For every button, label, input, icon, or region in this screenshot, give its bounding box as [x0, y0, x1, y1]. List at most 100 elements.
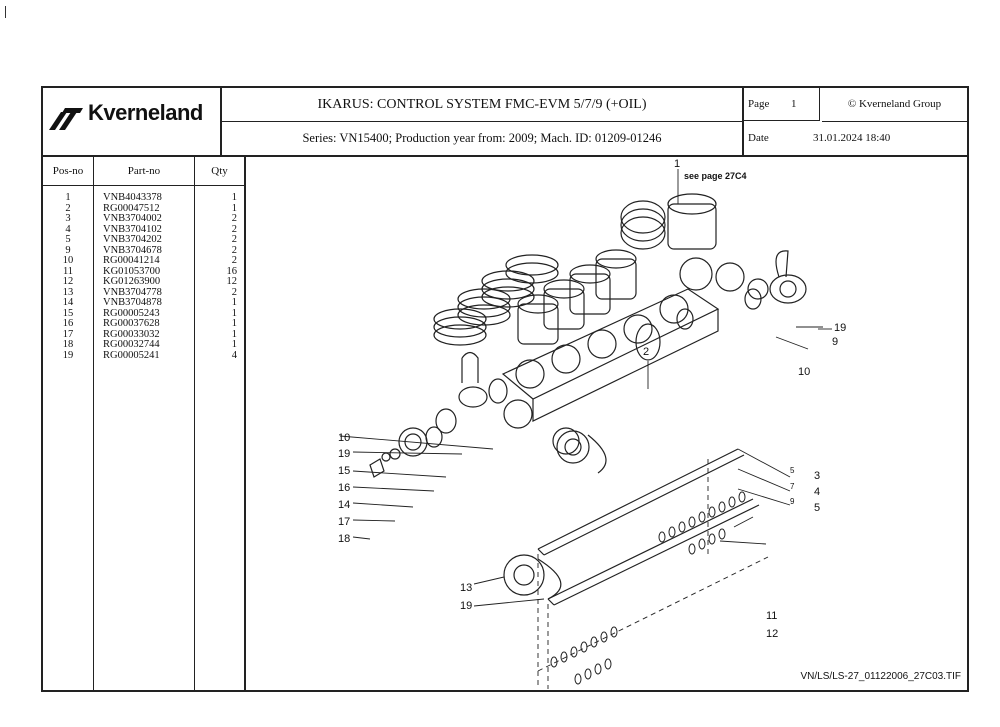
- cell-qty: 4: [231, 349, 237, 361]
- cell-qty: 1: [231, 307, 237, 319]
- cell-pos: 5: [65, 234, 71, 245]
- cell-pos: 13: [62, 286, 74, 298]
- cell-pos: 1: [65, 192, 71, 203]
- text-cursor: [5, 6, 6, 18]
- callout-18: 18: [338, 533, 350, 545]
- document-title: IKARUS: CONTROL SYSTEM FMC-EVM 5/7/9 (+O…: [222, 88, 744, 122]
- cell-pos: 3: [65, 213, 71, 224]
- cell-part: RG00005243: [103, 307, 160, 319]
- solenoid-coils: [433, 200, 666, 346]
- callout-10-left: 10: [338, 432, 350, 444]
- valve-manifold: [501, 257, 769, 455]
- cell-pos: 18: [62, 339, 74, 350]
- cell-part: RG00041214: [103, 255, 160, 266]
- callout-19-left: 19: [338, 448, 350, 460]
- header-pos-no: Pos-no: [43, 157, 94, 186]
- logo-cell: Kverneland: [43, 88, 222, 155]
- callout-9: 9: [832, 336, 838, 348]
- title-block: Kverneland IKARUS: CONTROL SYSTEM FMC-EV…: [43, 88, 967, 157]
- brand-name: Kverneland: [88, 100, 203, 125]
- cell-pos: 10: [62, 255, 74, 266]
- file-reference: VN/LS/LS-27_01122006_27C03.TIF: [800, 671, 961, 682]
- cell-qty: 2: [231, 223, 237, 235]
- table-row: 19 RG00005241 4: [43, 349, 244, 362]
- cell-part: VNB3704878: [103, 297, 162, 308]
- cell-qty: 2: [231, 234, 237, 245]
- callout-3: 3: [814, 470, 820, 482]
- callout-1: 1: [674, 159, 680, 170]
- cell-qty: 2: [231, 213, 237, 224]
- table-row: 1 VNB4043378 1: [43, 192, 244, 204]
- cell-part: RG00037628: [103, 318, 160, 329]
- date-label: Date: [748, 132, 769, 144]
- callout-sub-5: 5: [790, 466, 795, 475]
- callout-12: 12: [766, 628, 778, 640]
- drawing-sheet: Kverneland IKARUS: CONTROL SYSTEM FMC-EV…: [41, 86, 969, 692]
- callout-14: 14: [338, 499, 350, 511]
- exploded-view-drawing: 1 see page 27C4 2 19 9 10 10 19 15 16 14…: [248, 158, 967, 690]
- cell-qty: 12: [226, 276, 238, 287]
- table-row: 15 RG00005243 1: [43, 307, 244, 320]
- cell-pos: 11: [62, 265, 74, 277]
- cell-pos: 15: [62, 307, 74, 319]
- callout-2: 2: [643, 346, 649, 358]
- cell-part: RG00005241: [103, 349, 160, 361]
- cell-qty: 2: [231, 286, 237, 298]
- valve-actuators: [517, 193, 717, 345]
- page-label: Page: [744, 88, 820, 121]
- exploded-view-svg: 1 see page 27C4 2 19 9 10 10 19 15 16 14…: [338, 158, 846, 689]
- column-divider: [194, 185, 195, 690]
- cell-pos: 2: [65, 202, 71, 214]
- table-row: 17 RG00033032 1: [43, 328, 244, 341]
- copyright: © Kverneland Group: [822, 88, 967, 122]
- cell-part: KG01053700: [103, 265, 161, 277]
- cell-qty: 1: [231, 318, 237, 329]
- cell-qty: 1: [231, 192, 237, 203]
- cell-part: VNB3704778: [103, 286, 162, 298]
- right-fittings: [635, 250, 807, 361]
- date-value: 31.01.2024 18:40: [813, 132, 891, 144]
- cell-part: VNB3704678: [103, 244, 162, 256]
- table-row: 5 VNB3704202 2: [43, 234, 244, 246]
- cell-qty: 1: [231, 339, 237, 350]
- cell-qty: 1: [231, 328, 237, 340]
- callout-10-right: 10: [798, 366, 810, 378]
- callout-19-bottom: 19: [460, 600, 472, 612]
- left-fittings: [369, 351, 607, 600]
- cell-part: VNB4043378: [103, 192, 162, 203]
- cell-part: RG00047512: [103, 202, 160, 214]
- callout-sub-9: 9: [790, 497, 795, 506]
- cell-part: RG00032744: [103, 339, 160, 350]
- header-part-no: Part-no: [94, 157, 195, 186]
- cell-qty: 16: [226, 265, 238, 277]
- series-info: Series: VN15400; Production year from: 2…: [222, 122, 744, 155]
- tie-rods: [537, 448, 760, 685]
- cell-part: VNB3704202: [103, 234, 162, 245]
- cell-pos: 19: [62, 349, 74, 361]
- header-qty: Qty: [195, 157, 244, 186]
- column-divider: [93, 185, 94, 690]
- cell-part: VNB3704002: [103, 213, 162, 224]
- table-row: 2 RG00047512 1: [43, 202, 244, 215]
- cell-qty: 1: [231, 202, 237, 214]
- table-row: 3 VNB3704002 2: [43, 213, 244, 225]
- callout-17: 17: [338, 516, 350, 528]
- callout-15: 15: [338, 465, 350, 477]
- kverneland-logo-icon: [49, 108, 83, 130]
- table-row: 10 RG00041214 2: [43, 255, 244, 267]
- cell-pos: 12: [62, 276, 74, 287]
- callout-5: 5: [814, 502, 820, 514]
- cell-part: RG00033032: [103, 328, 160, 340]
- cell-qty: 2: [231, 255, 237, 266]
- cell-pos: 17: [62, 328, 74, 340]
- table-row: 11 KG01053700 16: [43, 265, 244, 278]
- callout-19-right: 19: [834, 322, 846, 334]
- callout-4: 4: [814, 486, 820, 498]
- cell-qty: 2: [231, 244, 237, 256]
- cell-qty: 1: [231, 297, 237, 308]
